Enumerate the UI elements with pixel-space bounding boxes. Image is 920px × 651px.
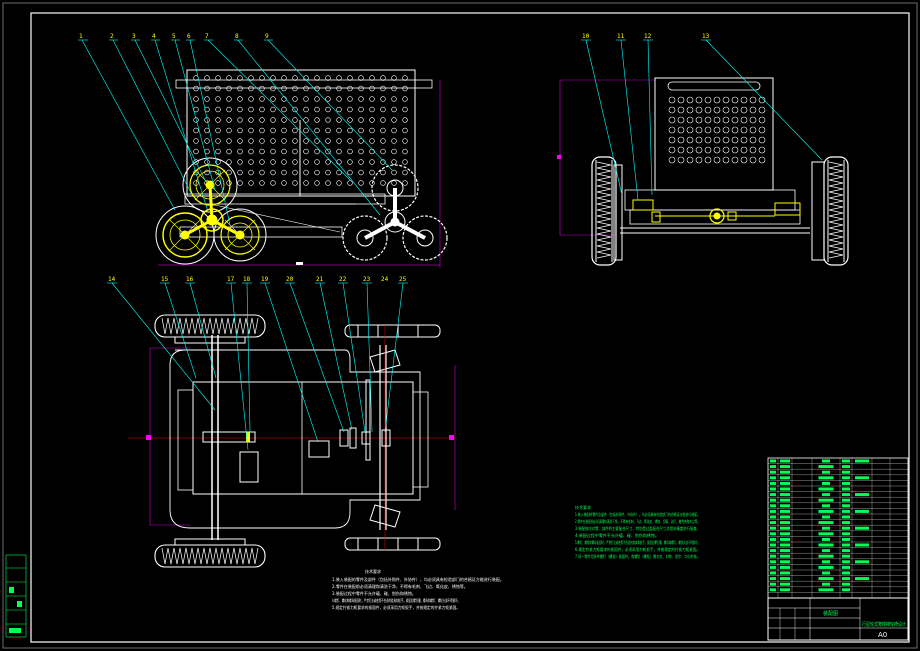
project-name: 行星轮式爬楼梯轮椅设计 [862,621,906,628]
side-part-numbers: 10 11 12 13 [582,33,710,40]
part-number-label: 5 [172,33,176,40]
tech-note-left-line: 1.装入装配的零件及部件（包括外购件、外协件），均必须具有检验部门的合格证方能进… [332,576,504,582]
top-seat-outline [169,349,421,529]
tech-note-right-line: 7.同一零件用多件螺钉（螺栓）紧固时，各螺钉（螺栓）需交叉、对称、逐步、均匀拧紧… [575,553,700,559]
top-drive-shaft [202,379,391,483]
part-number-label: 19 [261,276,269,283]
tech-notes-right-title: 技术要求 [575,504,591,510]
part-number-label: 21 [316,276,324,283]
part-number-label: 15 [161,276,169,283]
part-number-label: 2 [110,33,114,40]
tech-note-left-line: 5.规定拧紧力矩要求的紧固件，必须采用力矩扳手，并按规定的拧紧力矩紧固。 [332,604,460,610]
part-number-label: 22 [339,276,347,283]
part-number-label: 1 [79,33,83,40]
part-number-label: 16 [186,276,194,283]
part-number-label: 10 [582,33,590,40]
tech-notes-left: 技术要求 1.装入装配的零件及部件（包括外购件、外协件），均必须具有检验部门的合… [332,568,504,610]
part-number-label: 17 [227,276,235,283]
tech-note-right-line: 4.装配过程中零件不允许磕、碰、划伤和锈蚀。 [575,532,659,538]
backrest-holes [193,75,408,186]
part-number-label: 11 [617,33,625,40]
tech-notes-right: 技术要求 1.装入装配的零件及部件（包括外购件、外协件），均必须具有检验部门的合… [575,504,700,559]
part-number-label: 13 [702,33,710,40]
top-front-wheels [344,324,441,551]
front-view [155,69,448,268]
top-tire-lower [154,538,266,568]
part-number-label: 12 [644,33,652,40]
perforated-backrest [186,69,416,197]
left-margin-block [5,554,27,638]
top-view [128,314,456,568]
part-number-label: 25 [399,276,407,283]
top-tire-upper [154,314,266,344]
side-tire-left [591,156,623,266]
part-number-label: 24 [381,276,389,283]
planetary-wheel-right [342,164,448,261]
part-number-label: 20 [286,276,294,283]
side-tire-right [811,156,849,266]
tech-note-right-line: 5.螺钉、螺栓和螺母紧固时，严禁打击或使用不合适的旋具和扳手。紧固后螺钉槽、螺母… [575,539,700,545]
tech-note-right-line: 3.装配前应对零、部件的主要配合尺寸，特别是过盈配合尺寸及相关精度进行复查。 [575,525,700,531]
part-number-label: 14 [108,276,116,283]
part-number-label: 4 [152,33,156,40]
drawing-name: 装配图 [823,610,838,617]
side-leaders [581,39,823,201]
side-drive [632,199,801,224]
tech-note-left-line: 2.零件在装配前必须清理和清洗干净，不得有毛刺、飞边、氧化皮、锈蚀等。 [332,583,468,589]
part-number-label: 23 [363,276,371,283]
front-part-numbers: 1 2 3 4 5 6 7 8 9 [79,33,269,40]
sheet-size: A0 [878,631,887,639]
title-block: 装配图 行星轮式爬楼梯轮椅设计 A0 [767,597,909,641]
part-number-label: 3 [132,33,136,40]
part-number-label: 9 [265,33,269,40]
top-leaders [107,282,408,451]
part-number-label: 6 [187,33,191,40]
part-number-label: 18 [243,276,251,283]
side-backrest-holes [668,96,766,164]
tech-note-left-line: 3.装配过程中零件不允许磕、碰、划伤和锈蚀。 [332,590,416,596]
front-leaders [78,39,393,226]
part-number-label: 7 [205,33,209,40]
tech-note-left-line: 4.螺钉、螺栓和螺母紧固时，严禁打击或使用不合适的旋具和扳手。紧固后螺钉槽、螺母… [332,597,460,603]
tech-note-right-line: 6.规定拧紧力矩要求的紧固件，必须采用力矩扳手，并按规定的拧紧力矩紧固。 [575,546,700,552]
planetary-wheel-left [155,157,267,265]
parts-list-table [767,457,909,599]
tech-note-right-line: 2.零件在装配前必须清理和清洗干净，不得有毛刺、飞边、氧化皮、锈蚀、切屑、油污、… [575,518,700,524]
part-number-label: 8 [235,33,239,40]
drawing-frame [30,12,910,643]
side-view [557,77,849,266]
tech-notes-left-title: 技术要求 [365,568,381,574]
top-part-numbers: 14 15 16 17 18 19 20 21 22 23 24 25 [108,276,407,283]
tech-note-right-line: 1.装入装配的零件及部件（包括外购件、外协件），均必须具有检验部门的合格证方能进… [575,511,700,517]
